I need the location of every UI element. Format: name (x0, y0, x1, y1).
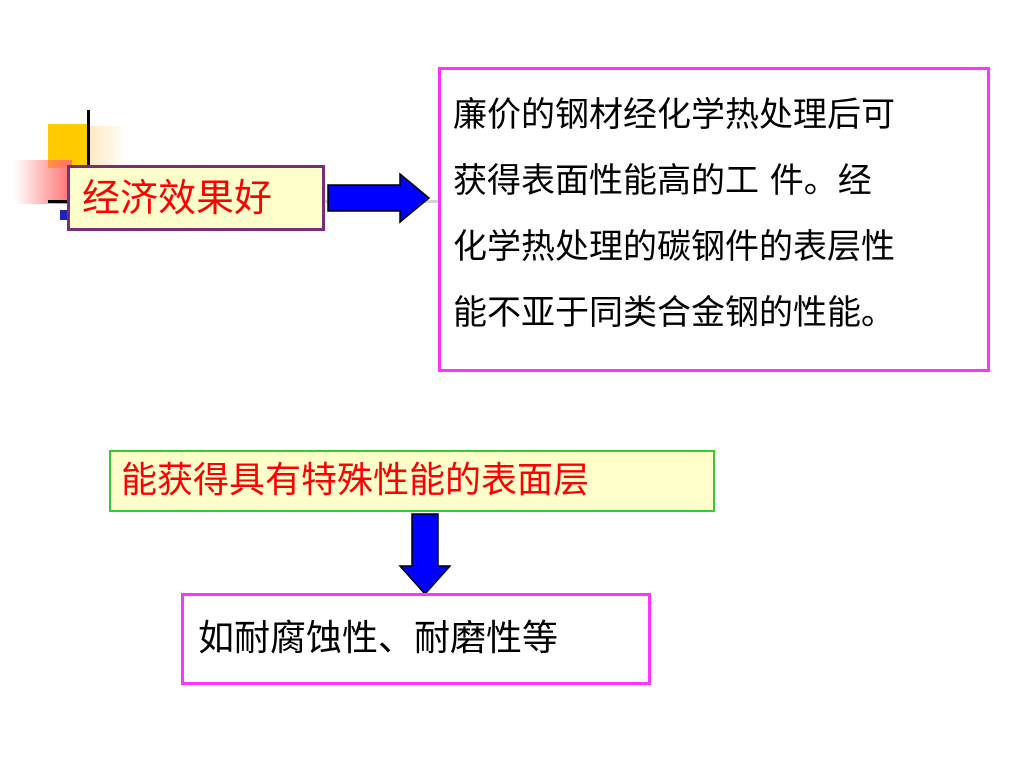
arrow-down-icon (398, 513, 452, 596)
economic-benefit-text: 经济效果好 (82, 176, 273, 220)
corner-horizontal-line (48, 200, 68, 203)
description-line: 化学热处理的碳钢件的表层性 (453, 227, 895, 267)
special-surface-box: 能获得具有特殊性能的表面层 (109, 450, 715, 512)
description-line: 能不亚于同类合金钢的性能。 (453, 293, 895, 333)
corner-blue-square (60, 210, 70, 220)
arrow-right-icon (327, 172, 431, 224)
description-line: 廉价的钢材经化学热处理后可 (453, 95, 895, 135)
example-box: 如耐腐蚀性、耐磨性等 (181, 593, 651, 685)
description-line: 获得表面性能高的工 件。经 (453, 161, 872, 201)
economic-benefit-box: 经济效果好 (67, 165, 325, 231)
corner-red-gradient (14, 160, 72, 204)
example-text: 如耐腐蚀性、耐磨性等 (198, 618, 559, 659)
description-box: 廉价的钢材经化学热处理后可 获得表面性能高的工 件。经 化学热处理的碳钢件的表层… (438, 67, 990, 372)
special-surface-text: 能获得具有特殊性能的表面层 (121, 460, 590, 501)
